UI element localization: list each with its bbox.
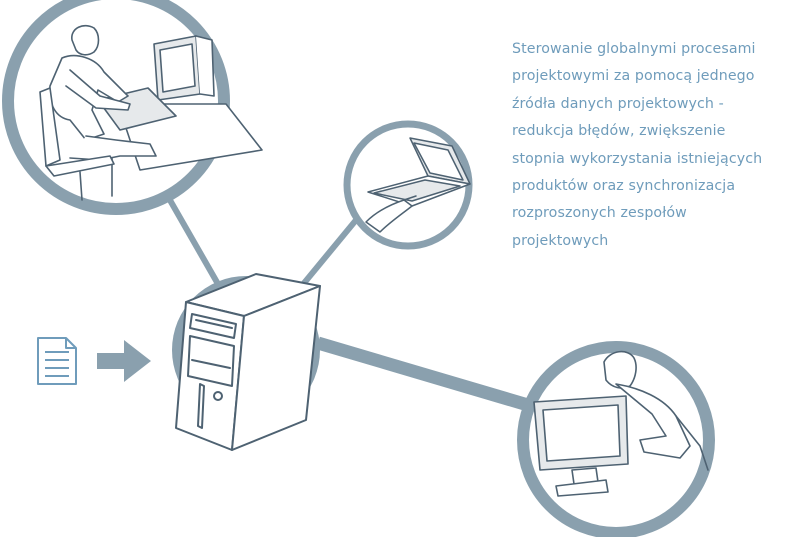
connector-server-laptop: [297, 212, 364, 290]
person-at-monitor-icon: [533, 350, 709, 497]
description-line: rozproszonych zespołów: [512, 205, 687, 222]
description-line: Sterowanie globalnymi procesami: [512, 41, 756, 57]
person-at-desk-icon: [39, 24, 263, 201]
server-tower-icon: [175, 273, 321, 451]
connector-server-monitor-user: [316, 336, 540, 415]
description-text: Sterowanie globalnymi procesami projekto…: [512, 36, 802, 255]
arrow-right-icon: [97, 340, 151, 382]
description-line: produktów oraz synchronizacja: [512, 178, 736, 195]
node-monitor-user: [517, 341, 715, 537]
description-line: projektowych: [512, 232, 609, 249]
description-line: projektowymi za pomocą jednego: [512, 68, 755, 85]
laptop-icon: [365, 137, 471, 233]
description-line: źródła danych projektowych -: [512, 95, 724, 112]
description-line: stopnia wykorzystania istniejących: [512, 150, 763, 167]
node-desk-user: [2, 0, 263, 215]
document-icon: [37, 337, 77, 385]
description-line: redukcja błędów, zwiększenie: [512, 123, 726, 140]
node-laptop-user: [343, 120, 473, 250]
node-central-server: [172, 273, 321, 451]
